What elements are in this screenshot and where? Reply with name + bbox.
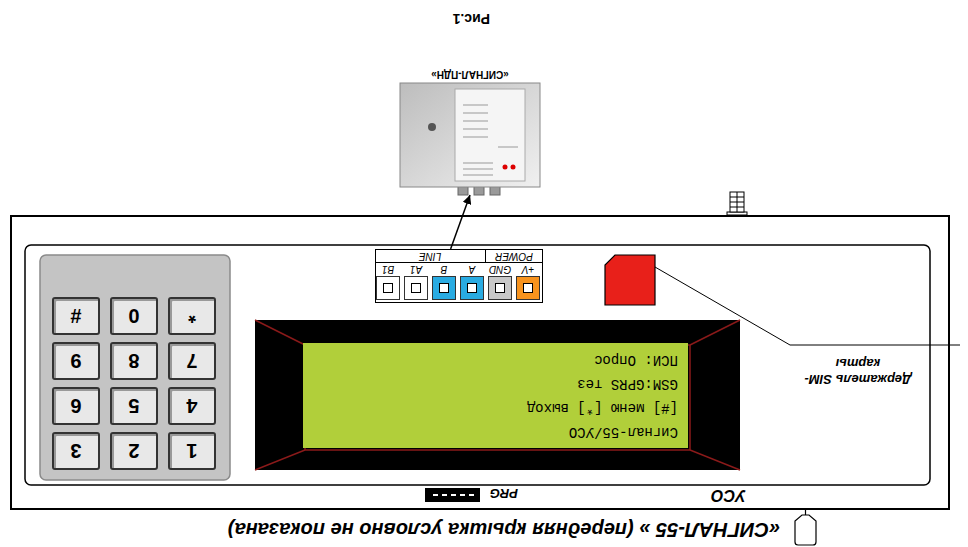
pin-name: A1 bbox=[402, 263, 430, 275]
keypad-key: 9 bbox=[52, 342, 100, 380]
device-name: УСО bbox=[711, 486, 746, 504]
connection-arrow bbox=[451, 195, 470, 249]
terminal-slot bbox=[411, 283, 421, 293]
lcd-bevel bbox=[255, 320, 740, 470]
terminal-block: +VGNDABA1B1 POWERLINE bbox=[375, 249, 543, 303]
pin-name: +V bbox=[514, 263, 542, 275]
prg-connector bbox=[425, 488, 480, 502]
keypad-key: 7 bbox=[168, 342, 216, 380]
key-label: 4 bbox=[170, 389, 214, 423]
pdn-device bbox=[400, 83, 540, 195]
terminal-screw bbox=[460, 276, 484, 300]
callout-label: Держатель SIM-карты bbox=[793, 355, 923, 387]
group-name: LINE bbox=[374, 250, 486, 262]
pin-name: GND bbox=[486, 263, 514, 275]
figure-title: «СИГНАЛ-55 » (передняя крышка условно не… bbox=[228, 518, 780, 541]
terminal-slot bbox=[467, 283, 477, 293]
device-label: «СИГНАЛ-ПДН» bbox=[380, 68, 560, 80]
lcd-line: [#] меню [*] выход bbox=[313, 396, 678, 420]
key-label: 3 bbox=[54, 434, 98, 468]
antenna-ribs bbox=[730, 192, 744, 212]
keypad-key: 0 bbox=[110, 297, 158, 335]
leader-line bbox=[655, 267, 960, 345]
pin-name: A bbox=[458, 263, 486, 275]
lcd-screen: Сигнал-55/УСО[#] меню [*] выходGSM:GPRS … bbox=[303, 343, 688, 448]
lcd-line: GSM:GPRS тез bbox=[313, 372, 678, 396]
inner-panel bbox=[25, 245, 930, 485]
terminal-slot bbox=[495, 283, 505, 293]
key-label: 2 bbox=[112, 434, 156, 468]
key-label: # bbox=[54, 299, 98, 333]
terminal-screw bbox=[488, 276, 512, 300]
keypad-key: 5 bbox=[110, 387, 158, 425]
key-label: 7 bbox=[170, 344, 214, 378]
cable-wire bbox=[805, 510, 806, 515]
device-housing: УСО Сигнал-55/УСО[#] меню [*] выходGSM:GP… bbox=[10, 215, 950, 510]
lcd-frame bbox=[255, 320, 740, 470]
terminal-screw bbox=[404, 276, 428, 300]
keypad-base bbox=[40, 255, 230, 480]
pin-name: B bbox=[430, 263, 458, 275]
group-separator bbox=[485, 249, 486, 263]
keypad-key: * bbox=[168, 297, 216, 335]
group-separator bbox=[376, 262, 542, 263]
pin-name: B1 bbox=[374, 263, 402, 275]
terminal-screw bbox=[376, 276, 400, 300]
prg-pins bbox=[433, 494, 474, 496]
cable-plug bbox=[795, 515, 816, 545]
keypad-key: # bbox=[52, 297, 100, 335]
key-label: 6 bbox=[54, 389, 98, 423]
key-label: * bbox=[170, 299, 214, 333]
keypad-key: 1 bbox=[168, 432, 216, 470]
keypad-key: 8 bbox=[110, 342, 158, 380]
terminal-slot bbox=[523, 283, 533, 293]
lcd-line: ПСИ: Опрос bbox=[313, 348, 678, 372]
keypad-key: 4 bbox=[168, 387, 216, 425]
pdn-module: «СИГНАЛ-ПДН» bbox=[400, 65, 540, 195]
key-label: 0 bbox=[112, 299, 156, 333]
sim-holder bbox=[605, 255, 655, 305]
key-label: 8 bbox=[112, 344, 156, 378]
key-label: 5 bbox=[112, 389, 156, 423]
figure-caption: Рис.1 bbox=[453, 11, 490, 27]
keypad-key: 3 bbox=[52, 432, 100, 470]
key-label: 9 bbox=[54, 344, 98, 378]
keypad-key: 2 bbox=[110, 432, 158, 470]
antenna bbox=[730, 192, 744, 212]
key-label: 1 bbox=[170, 434, 214, 468]
terminal-slot bbox=[383, 283, 393, 293]
keypad-key: 6 bbox=[52, 387, 100, 425]
terminal-screw bbox=[432, 276, 456, 300]
group-name: POWER bbox=[486, 250, 542, 262]
lcd-line: Сигнал-55/УСО bbox=[313, 420, 678, 444]
connector-label: PRG bbox=[490, 486, 518, 501]
terminal-screw bbox=[516, 276, 540, 300]
terminal-slot bbox=[439, 283, 449, 293]
